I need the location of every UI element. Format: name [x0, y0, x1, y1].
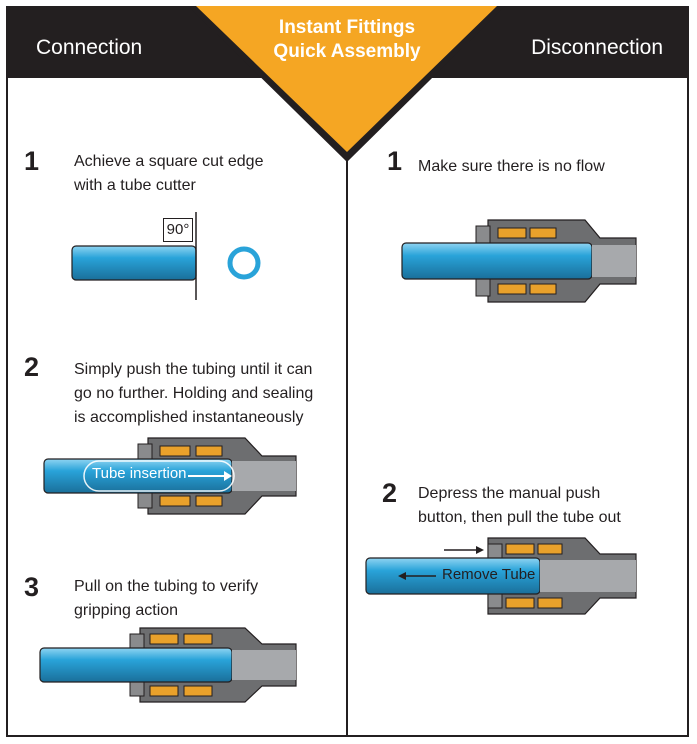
- connection-step-1-text: Achieve a square cut edge with a tube cu…: [74, 153, 264, 194]
- disconnection-heading: Disconnection: [531, 36, 663, 59]
- connection-step-2-number: 2: [24, 352, 40, 382]
- connection-step-3-number: 3: [24, 572, 40, 602]
- center-banner-title: Instant Fittings Quick Assembly: [247, 16, 447, 64]
- tube-insertion-label: Tube insertion: [92, 465, 187, 482]
- disconnection-step-2-number: 2: [382, 478, 398, 508]
- remove-tube-label: Remove Tube: [442, 566, 536, 583]
- disconnection-step-1-number: 1: [387, 146, 403, 176]
- disconnection-step-2-text: Depress the manual push button, then pul…: [418, 485, 621, 526]
- center-title-line1: Instant Fittings: [278, 17, 416, 38]
- connection-step-3-text: Pull on the tubing to verify gripping ac…: [74, 578, 259, 619]
- connection-step-1-number: 1: [24, 146, 40, 176]
- angle-90-label: 90°: [163, 218, 193, 242]
- column-divider: [346, 150, 348, 737]
- disconnection-step-1-text: Make sure there is no flow: [418, 158, 605, 175]
- connection-heading: Connection: [36, 36, 143, 59]
- center-title-line2: Quick Assembly: [273, 41, 421, 62]
- connection-step-2-text: Simply push the tubing until it can go n…: [74, 361, 314, 426]
